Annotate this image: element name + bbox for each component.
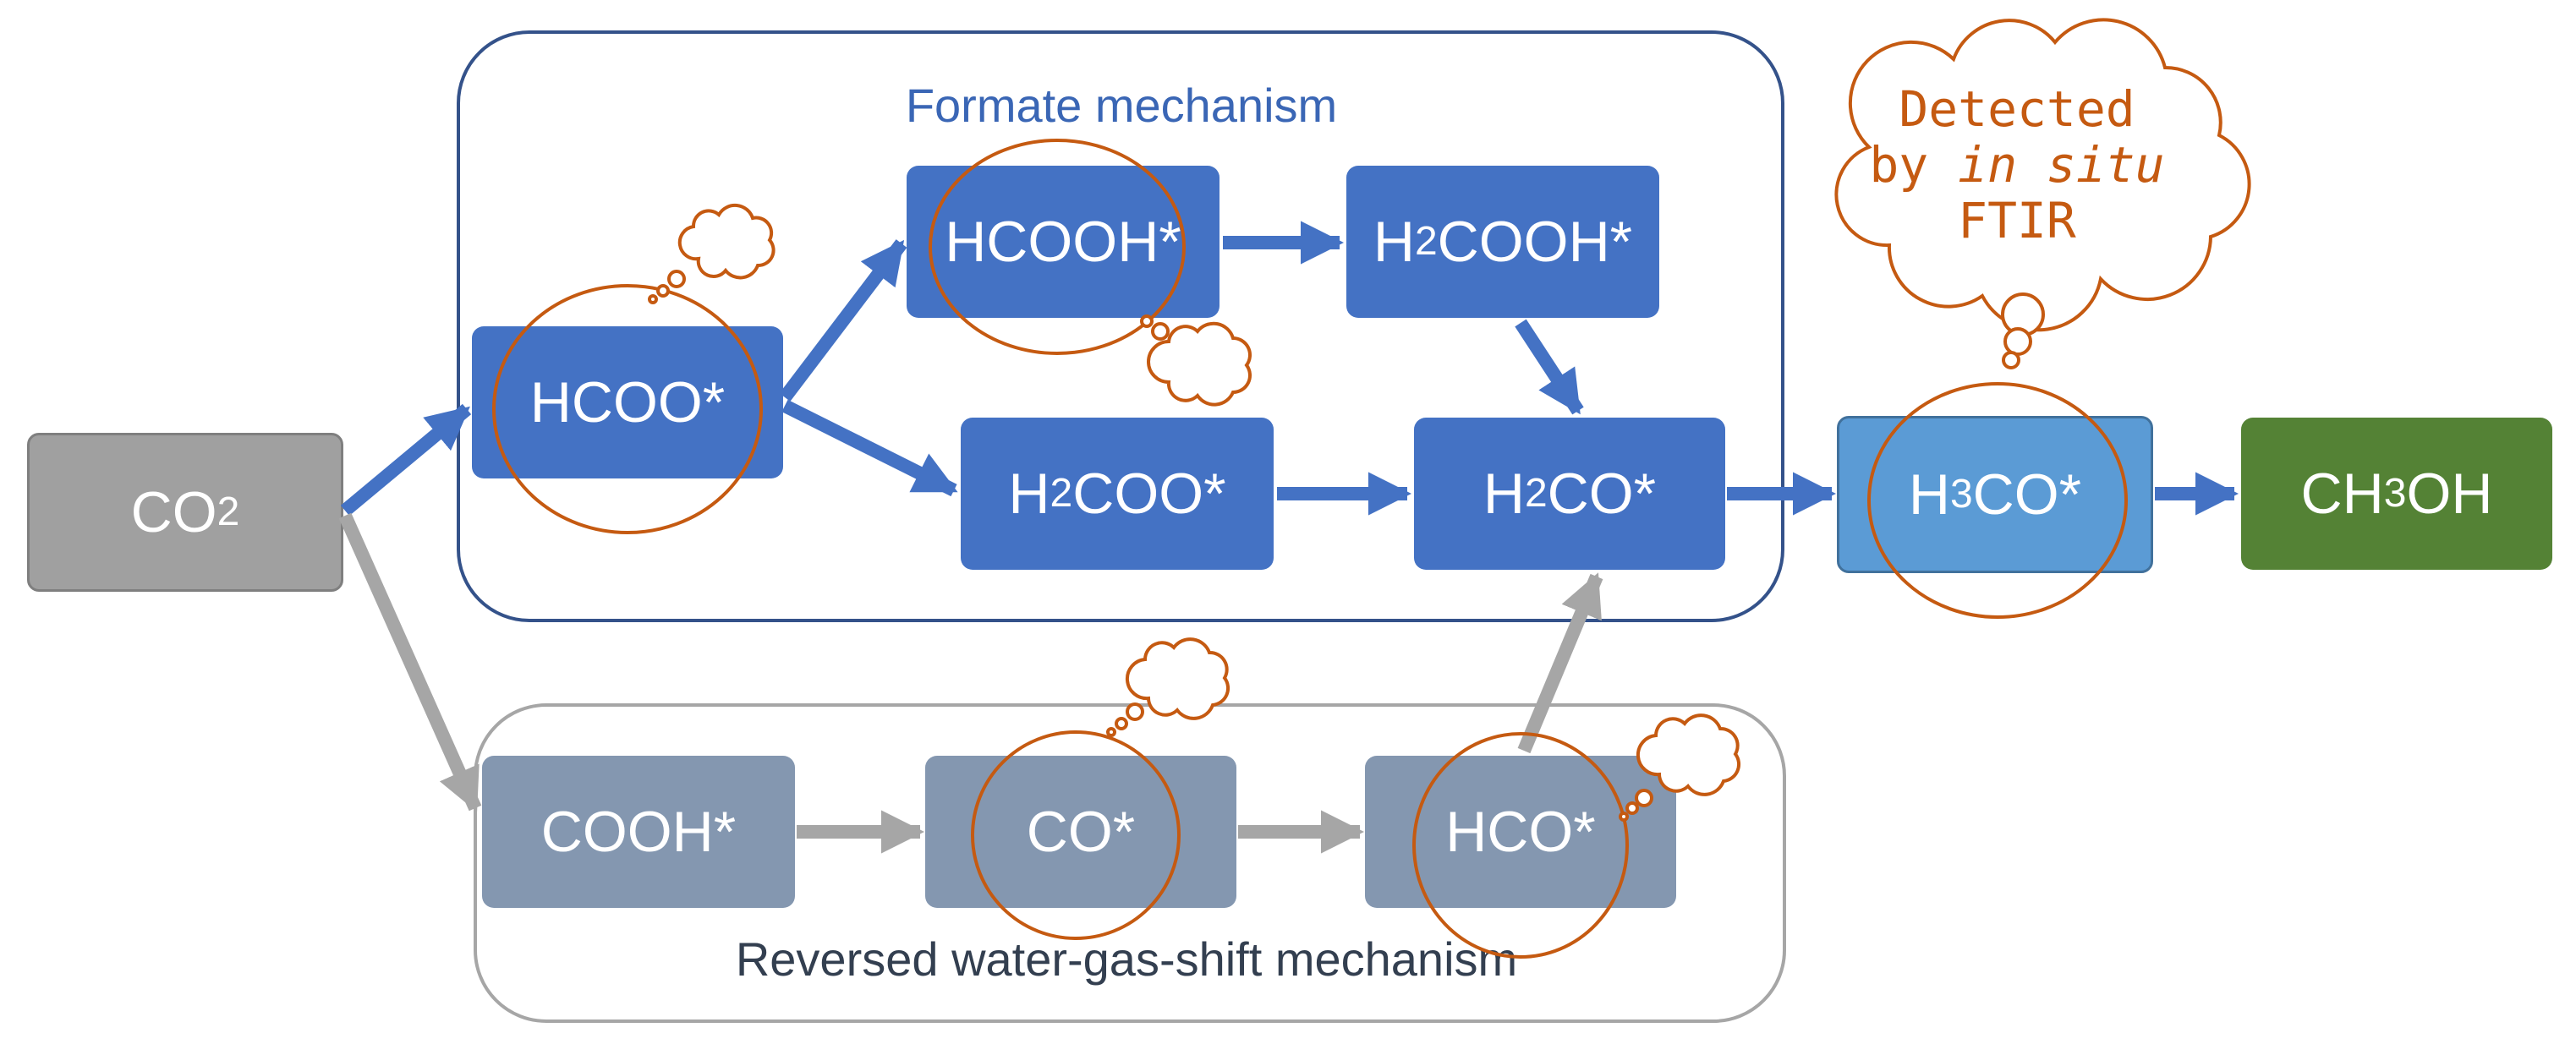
formate-mechanism-label: Formate mechanism: [905, 79, 1338, 132]
arrow-hco-to-h2co: [1517, 572, 1603, 754]
node-hco: HCO*: [1365, 756, 1676, 908]
thought-bubble-hcooh: [1140, 314, 1252, 407]
rwgs-mechanism-label: Reversed water-gas-shift mechanism: [735, 932, 1518, 986]
callout-line-ftir: FTIR: [1958, 192, 2076, 249]
node-hcooh: HCOOH*: [907, 166, 1219, 318]
callout-line-detected: Detected: [1899, 80, 2135, 138]
highlight-circle-hco: [1412, 732, 1629, 959]
thought-bubble-callout: [1834, 18, 2251, 369]
highlight-circle-hcooh: [929, 139, 1186, 355]
arrow-hcoo-to-h2coo: [781, 399, 958, 497]
callout-text: Detected by in situ FTIR: [1865, 81, 2169, 249]
arrow-hcoo-to-hcooh: [779, 239, 907, 402]
formate-mechanism-box: [457, 30, 1784, 622]
thought-bubble-hco: [1619, 713, 1741, 822]
node-co: CO*: [925, 756, 1236, 908]
node-cooh: COOH*: [482, 756, 795, 908]
thought-bubble-hcoo: [648, 203, 776, 304]
callout-line-by-in-situ: by in situ: [1869, 136, 2165, 194]
arrow-co2-to-hcoo: [340, 403, 472, 517]
arrow-h2cooh-to-h2co: [1515, 319, 1584, 415]
thought-bubble-co: [1106, 637, 1230, 737]
highlight-circle-hcoo: [492, 284, 763, 534]
highlight-circle-h3co: [1867, 382, 2128, 619]
highlight-circle-co: [971, 730, 1181, 940]
arrow-co2-to-cooh: [338, 512, 482, 812]
node-hcoo: HCOO*: [472, 326, 783, 478]
